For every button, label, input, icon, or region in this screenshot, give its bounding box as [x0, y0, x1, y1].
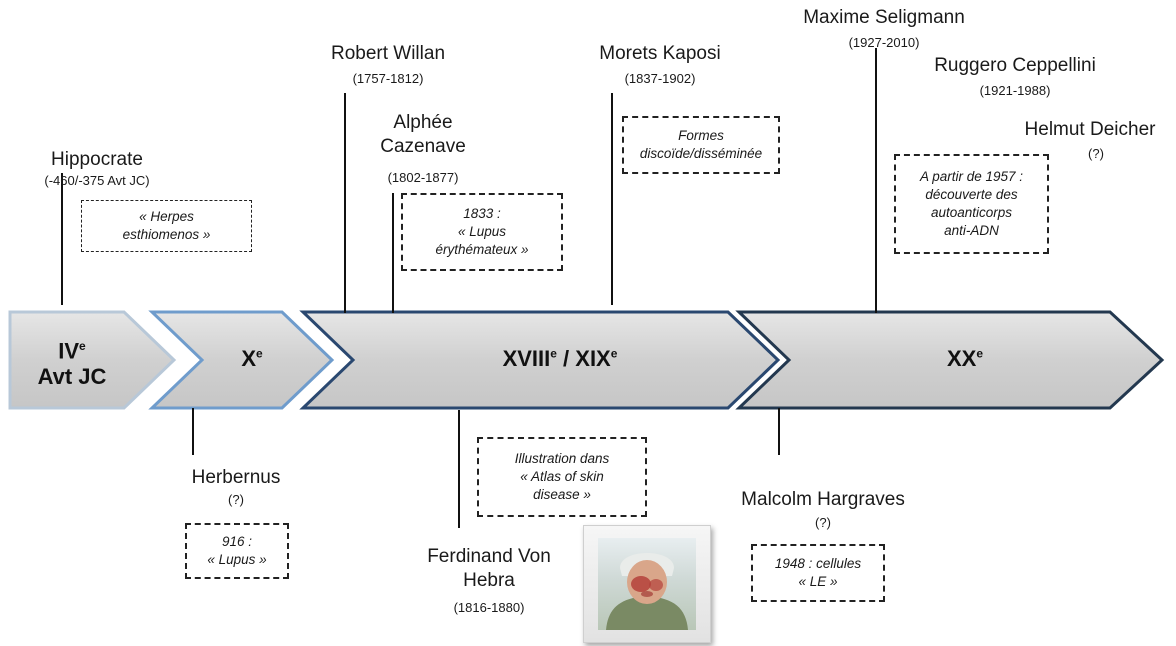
era-x-sup: e: [256, 346, 263, 361]
hargraves-name: Malcolm Hargraves: [741, 489, 905, 510]
hebra-note-line2: « Atlas of skin: [520, 469, 604, 484]
kaposi-name: Morets Kaposi: [599, 43, 721, 64]
era-xviii-numeral: XVIII: [502, 346, 551, 371]
hebra-name-line1: Ferdinand Von: [427, 546, 551, 567]
cazenave-name: Alphée Cazenave: [358, 111, 488, 159]
herbernus-dates: (?): [228, 492, 244, 507]
era-label-iv: IVe Avt JC: [12, 333, 132, 390]
willan-dates: (1757-1812): [352, 71, 424, 86]
era-xix-sup: e: [610, 346, 618, 361]
era-iv-numeral: IV: [58, 338, 80, 364]
era-iv-line2: Avt JC: [37, 364, 107, 390]
deicher-dates: (?): [1088, 146, 1104, 161]
deicher-note-line1: A partir de 1957 :: [919, 169, 1024, 184]
hippocrate-note-line1: « Herpes: [139, 209, 194, 224]
hebra-note-line1: Illustration dans: [514, 451, 610, 466]
kaposi-dates: (1837-1902): [624, 71, 696, 86]
hebra-dates: (1816-1880): [453, 600, 525, 615]
ceppellini-dates: (1921-1988): [979, 83, 1051, 98]
era-label-xviii-xix: XVIIIe / XIXe: [460, 346, 660, 372]
herbernus-note-line2: « Lupus »: [207, 552, 267, 567]
cazenave-dates: (1802-1877): [387, 170, 459, 185]
deicher-note-line4: anti-ADN: [944, 223, 999, 238]
era-xx-sup: e: [976, 346, 984, 361]
deicher-note-line2: découverte des: [925, 187, 1018, 202]
kaposi-note: Formes discoïde/disséminée: [622, 116, 780, 174]
atlas-illustration-image: [583, 525, 711, 643]
era-arrow-iv: [8, 310, 177, 410]
cazenave-name-line1: Alphée: [393, 112, 453, 133]
kaposi-note-line1: Formes: [678, 128, 724, 143]
seligmann-dates: (1927-2010): [848, 35, 920, 50]
portrait-illustration: [598, 538, 696, 630]
era-xviii-sup: e: [550, 346, 557, 361]
deicher-name: Helmut Deicher: [1024, 119, 1156, 140]
portrait-graphic: [606, 553, 688, 630]
hebra-name-line2: Hebra: [463, 570, 515, 591]
era-arrow-xviii-xix: [299, 310, 781, 410]
herbernus-name: Herbernus: [191, 467, 281, 488]
hebra-name: Ferdinand Von Hebra: [404, 545, 574, 593]
hargraves-dates: (?): [815, 515, 831, 530]
cazenave-note-line2: « Lupus: [457, 224, 507, 239]
era-iv-sup: e: [79, 339, 86, 353]
era-label-x: Xe: [212, 346, 292, 372]
deicher-note: A partir de 1957 : découverte des autoan…: [894, 154, 1049, 254]
cazenave-name-line2: Cazenave: [380, 136, 466, 157]
cazenave-note-line1: 1833 :: [463, 206, 501, 221]
era-label-xx: XXe: [925, 346, 1005, 372]
cazenave-note-line3: érythémateux »: [435, 242, 529, 257]
kaposi-note-line2: discoïde/disséminée: [639, 146, 763, 161]
herbernus-note: 916 : « Lupus »: [185, 523, 289, 579]
era-xx-numeral: XX: [946, 346, 977, 371]
era-arrow-xx: [735, 310, 1165, 410]
hebra-note: Illustration dans « Atlas of skin diseas…: [477, 437, 647, 517]
hippocrate-dates: (-460/-375 Avt JC): [44, 173, 150, 188]
hippocrate-note-line2: esthiomenos »: [122, 227, 211, 242]
era-xix-numeral: / XIX: [556, 346, 611, 371]
seligmann-name: Maxime Seligmann: [803, 7, 965, 28]
hargraves-note: 1948 : cellules « LE »: [751, 544, 885, 602]
hippocrate-note: « Herpes esthiomenos »: [81, 200, 252, 252]
deicher-note-line3: autoanticorps: [930, 205, 1013, 220]
hebra-note-line3: disease »: [533, 487, 591, 502]
hippocrate-name: Hippocrate: [51, 149, 143, 170]
era-arrow-x: [148, 310, 335, 410]
hargraves-note-line1: 1948 : cellules: [774, 556, 862, 571]
era-x-numeral: X: [241, 346, 256, 371]
hargraves-note-line2: « LE »: [798, 574, 838, 589]
ceppellini-name: Ruggero Ceppellini: [934, 55, 1096, 76]
herbernus-note-line1: 916 :: [221, 534, 253, 549]
cazenave-note: 1833 : « Lupus érythémateux »: [401, 193, 563, 271]
willan-name: Robert Willan: [330, 43, 446, 64]
